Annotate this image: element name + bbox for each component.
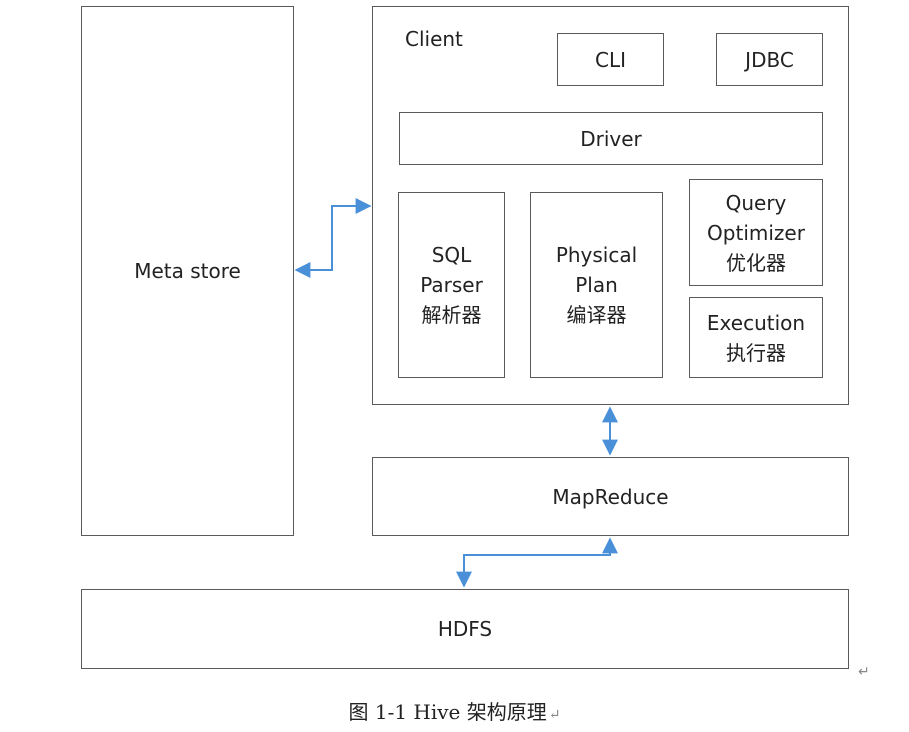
return-mark-corner: ↵: [858, 664, 870, 680]
execution-line2: 执行器: [726, 340, 786, 365]
figure-caption: 图 1-1 Hive 架构原理↵: [0, 698, 909, 729]
arrow-metastore-client: [294, 198, 372, 278]
query-optimizer-line3: 优化器: [726, 250, 786, 275]
arrow-mapreduce-hdfs: [456, 537, 618, 588]
jdbc-box: JDBC: [716, 33, 823, 86]
driver-label: Driver: [580, 126, 642, 151]
cli-label: CLI: [594, 47, 626, 72]
hdfs-label: HDFS: [437, 617, 493, 641]
execution-box: Execution 执行器: [689, 297, 823, 378]
sql-parser-line1: SQL: [431, 243, 472, 267]
query-optimizer-box: Query Optimizer 优化器: [689, 179, 823, 286]
figure-caption-text: 图 1-1 Hive 架构原理: [348, 700, 547, 724]
mapreduce-label: MapReduce: [552, 484, 669, 509]
metastore-label: Meta store: [134, 259, 241, 283]
query-optimizer-line1: Query: [725, 190, 787, 215]
physical-plan-line3: 编译器: [566, 303, 627, 327]
jdbc-label: JDBC: [745, 47, 794, 72]
metastore-box: Meta store: [81, 6, 294, 536]
return-mark: ↵: [548, 707, 561, 723]
physical-plan-line2: Plan: [575, 273, 618, 297]
cli-box: CLI: [557, 33, 664, 86]
sql-parser-box: SQL Parser 解析器: [398, 192, 505, 378]
physical-plan-line1: Physical: [555, 243, 638, 267]
query-optimizer-line2: Optimizer: [707, 220, 805, 245]
execution-line1: Execution: [706, 310, 806, 335]
hdfs-box: HDFS: [81, 589, 849, 669]
client-label: Client: [405, 27, 463, 51]
sql-parser-line2: Parser: [420, 273, 483, 297]
mapreduce-box: MapReduce: [372, 457, 849, 536]
sql-parser-line3: 解析器: [421, 303, 482, 327]
driver-box: Driver: [399, 112, 823, 165]
physical-plan-box: Physical Plan 编译器: [530, 192, 663, 378]
